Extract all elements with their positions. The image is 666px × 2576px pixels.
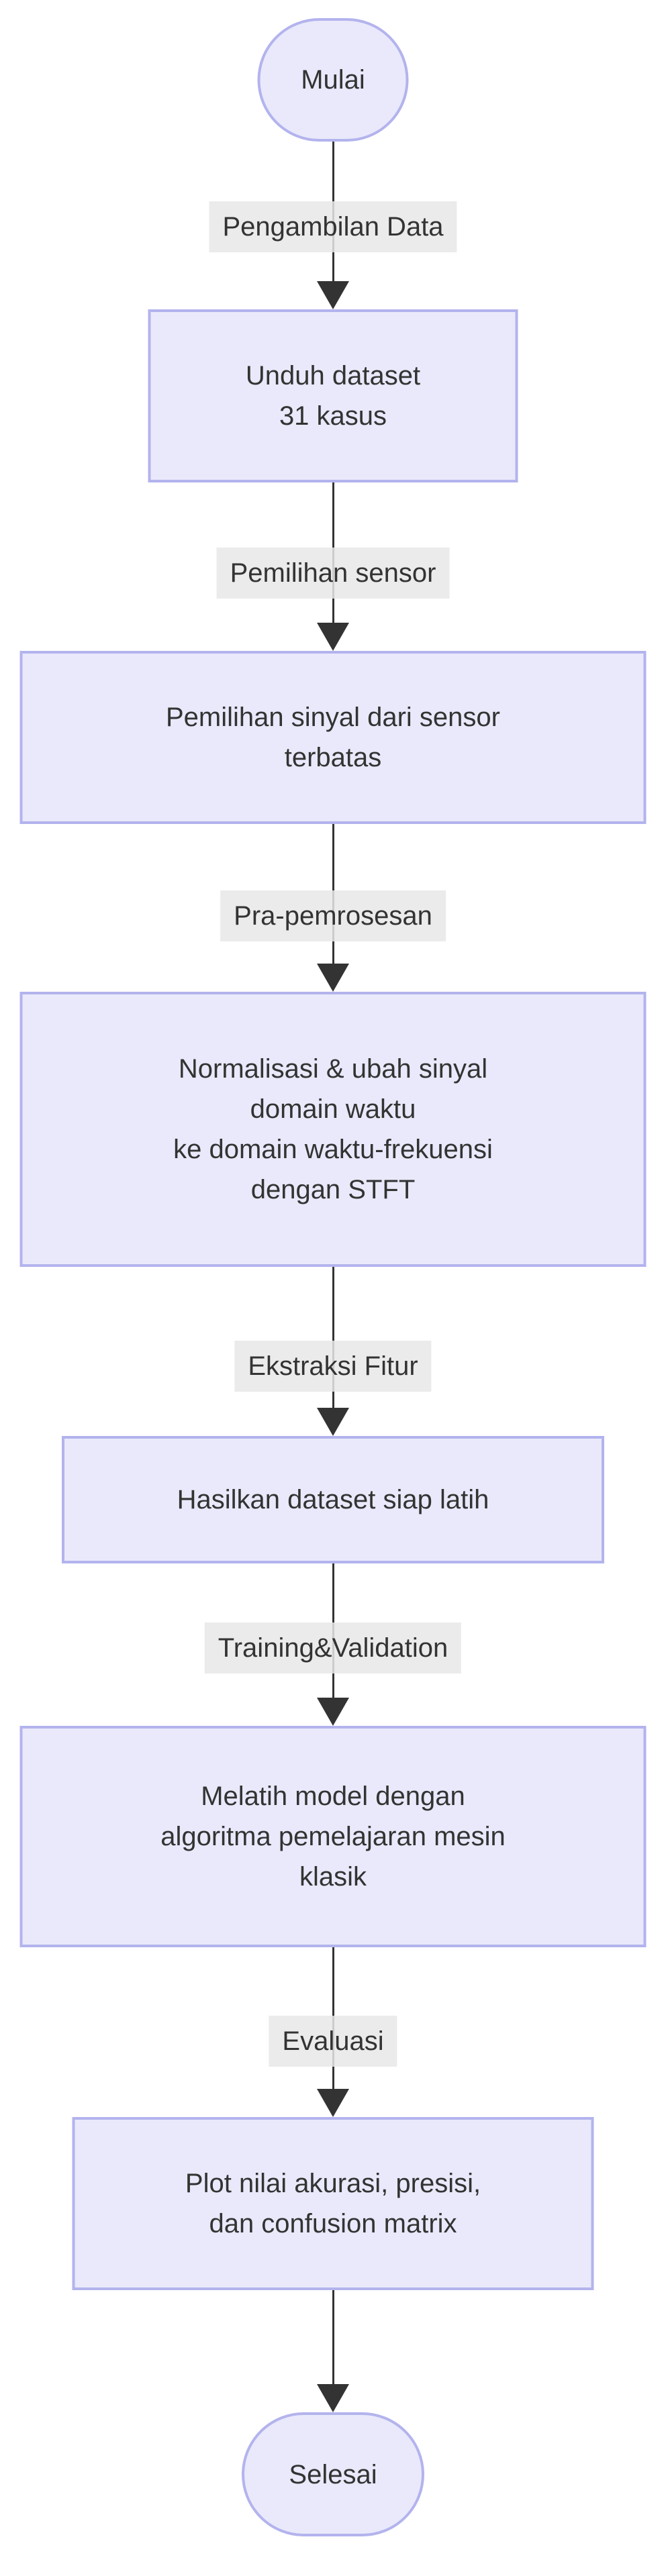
node-melatih-model: Melatih model dengan algoritma pemelajar…: [19, 1726, 647, 1947]
arrowhead: [317, 281, 349, 309]
node-plot-hasil: Plot nilai akurasi, presisi, dan confusi…: [72, 2117, 594, 2290]
arrowhead: [317, 623, 349, 651]
arrowhead: [317, 2384, 349, 2412]
edge-label-ekstraksi-fitur: Ekstraksi Fitur: [234, 1341, 432, 1392]
edge-label-pemilihan-sensor: Pemilihan sensor: [216, 548, 450, 599]
node-end-selesai: Selesai: [242, 2412, 424, 2536]
edge-label-evaluasi: Evaluasi: [269, 2016, 397, 2067]
edge-line: [332, 1267, 334, 1409]
arrowhead: [317, 1408, 349, 1436]
arrowhead: [317, 2089, 349, 2117]
edge-line: [332, 2290, 334, 2385]
arrowhead: [317, 964, 349, 992]
node-normalisasi-stft: Normalisasi & ubah sinyal domain waktu k…: [19, 992, 647, 1267]
node-pemilihan-sinyal: Pemilihan sinyal dari sensor terbatas: [19, 651, 647, 824]
edge-label-pengambilan-data: Pengambilan Data: [209, 201, 457, 252]
edge-label-training-validation: Training&Validation: [204, 1622, 462, 1673]
node-dataset-siap-latih: Hasilkan dataset siap latih: [62, 1436, 604, 1563]
arrowhead: [317, 1698, 349, 1726]
node-start-mulai: Mulai: [257, 18, 409, 142]
node-unduh-dataset: Unduh dataset 31 kasus: [148, 309, 518, 482]
edge-label-pra-pemrosesan: Pra-pemrosesan: [220, 890, 446, 941]
